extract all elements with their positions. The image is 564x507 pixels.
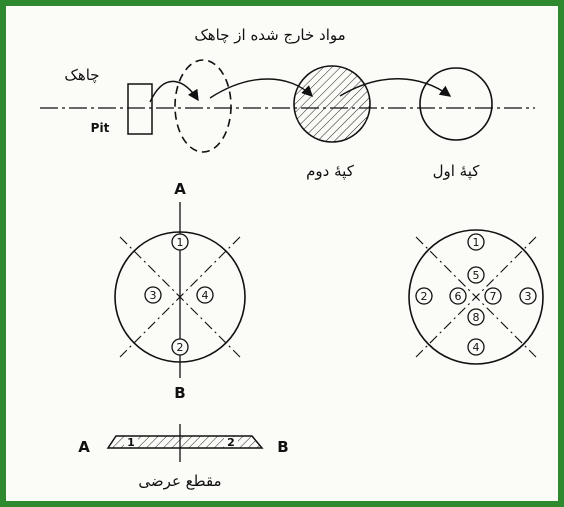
svg-text:6: 6	[455, 290, 462, 303]
pit-rectangle	[127, 83, 153, 135]
right-sample-5: 5	[467, 266, 485, 284]
second-ball-circle	[293, 65, 371, 143]
left-sample-4: 4	[196, 286, 214, 304]
svg-text:4: 4	[473, 341, 480, 354]
svg-text:7: 7	[490, 290, 497, 303]
section-label-b: B	[277, 438, 288, 456]
first-ball-label: کپهٔ اول	[433, 162, 481, 181]
left-sample-2: 2	[171, 338, 189, 356]
removed-material-label: مواد خارج شده از چاهک	[194, 26, 345, 45]
left-diagonal-2	[119, 236, 241, 358]
left-sample-3: 3	[144, 286, 162, 304]
flow-arrow-2	[209, 78, 313, 99]
svg-text:8: 8	[473, 311, 480, 324]
svg-text:3: 3	[525, 290, 532, 303]
right-sample-3: 3	[519, 287, 537, 305]
label-a-top: A	[174, 180, 186, 198]
svg-text:2: 2	[177, 341, 184, 354]
cross-section-label: مقطع عرضی	[138, 472, 221, 490]
pit-label-fa: چاهک	[64, 66, 99, 84]
right-sample-2: 2	[415, 287, 433, 305]
removed-material-ellipse	[174, 59, 232, 153]
svg-text:1: 1	[127, 436, 135, 449]
section-part-2: 2	[224, 436, 238, 449]
right-sample-4: 4	[467, 338, 485, 356]
right-diagonal-2	[415, 236, 537, 358]
flow-arrow-3	[339, 78, 452, 97]
svg-text:4: 4	[202, 289, 209, 302]
right-sample-8: 8	[467, 308, 485, 326]
svg-text:5: 5	[473, 269, 480, 282]
svg-text:1: 1	[177, 236, 184, 249]
cross-section-shape	[106, 435, 264, 449]
left-sample-1: 1	[171, 233, 189, 251]
first-ball-circle	[419, 67, 493, 141]
svg-text:3: 3	[150, 289, 157, 302]
right-sample-6: 6	[449, 287, 467, 305]
section-label-a: A	[78, 438, 90, 456]
pit-label-en: Pit	[91, 121, 110, 135]
right-sample-1: 1	[467, 233, 485, 251]
label-b-bottom: B	[174, 384, 185, 402]
flow-arrow-1	[149, 80, 199, 103]
svg-text:2: 2	[227, 436, 235, 449]
second-ball-label: کپهٔ دوم	[306, 162, 355, 181]
svg-text:2: 2	[421, 290, 428, 303]
right-sample-7: 7	[484, 287, 502, 305]
right-sampling-circle	[408, 229, 544, 365]
svg-text:1: 1	[473, 236, 480, 249]
section-part-1: 1	[124, 436, 138, 449]
left-sampling-circle	[114, 231, 246, 363]
